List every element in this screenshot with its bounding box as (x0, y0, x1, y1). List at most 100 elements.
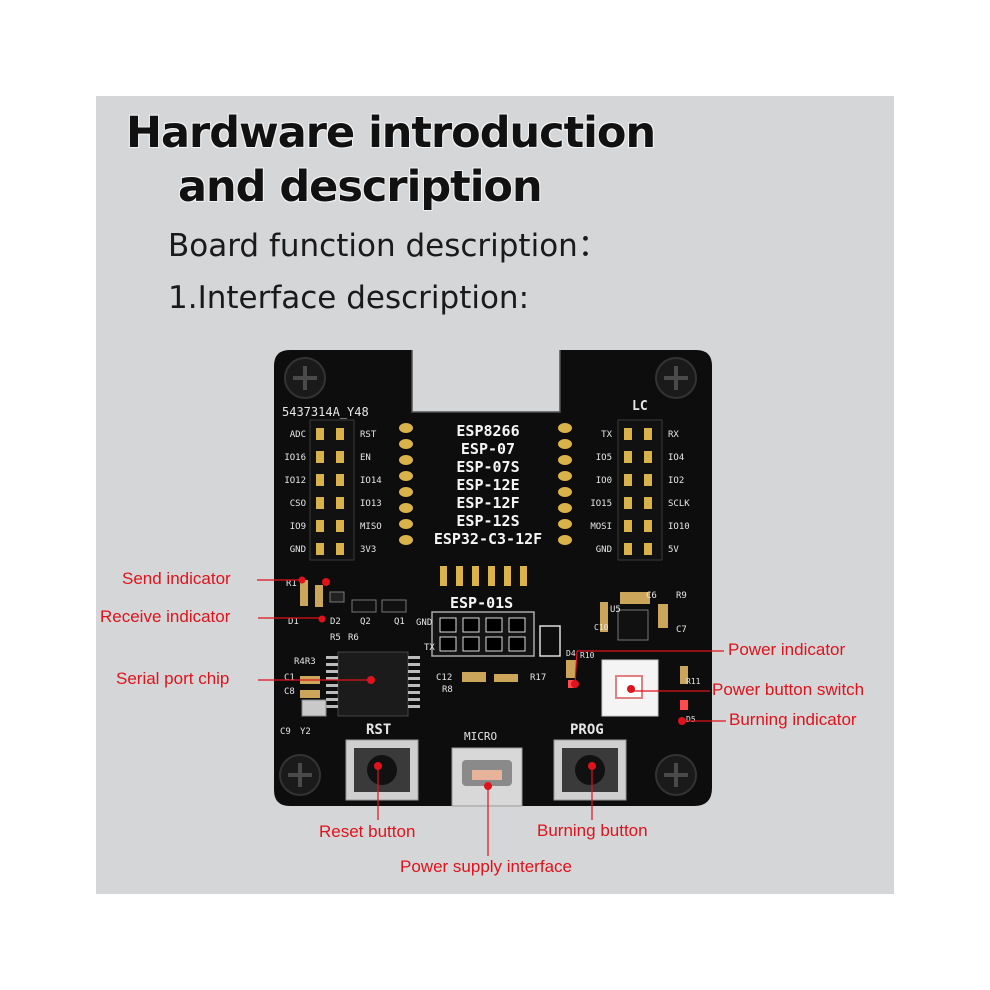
rst-label: RST (366, 722, 391, 738)
pogo-pin (558, 519, 572, 529)
svg-text:C1: C1 (284, 673, 295, 683)
callout-burning-button: Burning button (537, 821, 648, 840)
screw-icon (655, 357, 697, 399)
svg-text:D4: D4 (566, 649, 576, 658)
header-pin (624, 543, 632, 555)
pin-label: RST (360, 430, 377, 440)
pin-label: IO12 (284, 476, 306, 486)
pin-label: IO10 (668, 522, 690, 532)
pin-label: RX (668, 430, 679, 440)
pin-label: ADC (290, 430, 306, 440)
svg-text:C10: C10 (594, 623, 609, 632)
header-pin (644, 520, 652, 532)
svg-text:Q2: Q2 (360, 617, 371, 627)
svg-text:R4R3: R4R3 (294, 657, 316, 667)
svg-text:C6: C6 (646, 591, 657, 601)
module-name: ESP-07 (461, 440, 515, 458)
pogo-pin (399, 455, 413, 465)
chip-pin (326, 663, 338, 666)
screw-icon (655, 754, 697, 796)
pogo-pin (399, 503, 413, 513)
chip-pin (326, 698, 338, 701)
socket-hole (439, 617, 457, 633)
pogo-pin (558, 423, 572, 433)
pin-label: MOSI (590, 522, 612, 532)
section-heading: 1.Interface description: (168, 280, 530, 316)
header-pin (316, 428, 324, 440)
header-pin (336, 497, 344, 509)
header-pin (624, 520, 632, 532)
svg-text:Y2: Y2 (300, 727, 311, 737)
pin-label: IO0 (596, 476, 612, 486)
header-pin (624, 497, 632, 509)
socket-hole (439, 636, 457, 652)
chip-pin (326, 656, 338, 659)
pin-label: CSO (290, 499, 306, 509)
callout-power-indicator: Power indicator (728, 640, 846, 659)
pogo-pin (399, 487, 413, 497)
pogo-pin (399, 519, 413, 529)
svg-text:TX: TX (424, 643, 435, 653)
header-pin (316, 474, 324, 486)
callout-power-button-switch: Power button switch (712, 680, 865, 699)
screw-icon (284, 357, 326, 399)
right-pin-header (617, 419, 663, 561)
pogo-pin (558, 535, 572, 545)
chip-pin (408, 698, 420, 701)
pogo-pin (456, 566, 463, 586)
prog-label: PROG (570, 722, 604, 738)
header-pin (644, 497, 652, 509)
callout-receive-indicator: Receive indicator (100, 607, 231, 626)
header-pin (644, 474, 652, 486)
chip-pin (408, 684, 420, 687)
left-pin-header (309, 419, 355, 561)
svg-text:R1: R1 (286, 579, 297, 589)
module-name: ESP-12S (456, 512, 519, 530)
header-pin (316, 451, 324, 463)
header-pin (316, 497, 324, 509)
pin-label: IO4 (668, 453, 684, 463)
svg-text:C7: C7 (676, 625, 687, 635)
chip-pin (408, 670, 420, 673)
header-pin (624, 474, 632, 486)
pin-label: 3V3 (360, 545, 376, 555)
header-pin (624, 451, 632, 463)
pin-label: IO5 (596, 453, 612, 463)
module-name: ESP-12E (456, 476, 519, 494)
pin-label: MISO (360, 522, 382, 532)
callout-lines (257, 576, 726, 856)
svg-text:D5: D5 (686, 715, 696, 724)
callout-burning-indicator: Burning indicator (729, 710, 857, 729)
chip-pin (408, 677, 420, 680)
svg-text:Q1: Q1 (394, 617, 405, 627)
screw-icon (279, 754, 321, 796)
svg-text:R17: R17 (530, 673, 546, 683)
svg-text:U5: U5 (610, 605, 621, 615)
pin-label: SCLK (668, 499, 690, 509)
header-pin (336, 474, 344, 486)
svg-text:R8: R8 (442, 685, 453, 695)
chip-pin (326, 684, 338, 687)
header-pin (336, 451, 344, 463)
socket-hole (485, 636, 503, 652)
pogo-pin (488, 566, 495, 586)
pogo-pin (558, 503, 572, 513)
pogo-pin (399, 439, 413, 449)
svg-text:R5: R5 (330, 633, 341, 643)
svg-text:R6: R6 (348, 633, 359, 643)
header-pin (316, 520, 324, 532)
header-pin (316, 543, 324, 555)
pin-label: GND (596, 545, 612, 555)
pin-label: 5V (668, 545, 679, 555)
callout-send-indicator: Send indicator (122, 569, 231, 588)
header-pin (644, 543, 652, 555)
chip-pin (408, 691, 420, 694)
pin-label: IO2 (668, 476, 684, 486)
pin-label: TX (601, 430, 612, 440)
pogo-pin (440, 566, 447, 586)
svg-text:C9: C9 (280, 727, 291, 737)
chip-pin (408, 663, 420, 666)
pogo-pin (520, 566, 527, 586)
title-line-2: and description (178, 162, 543, 212)
